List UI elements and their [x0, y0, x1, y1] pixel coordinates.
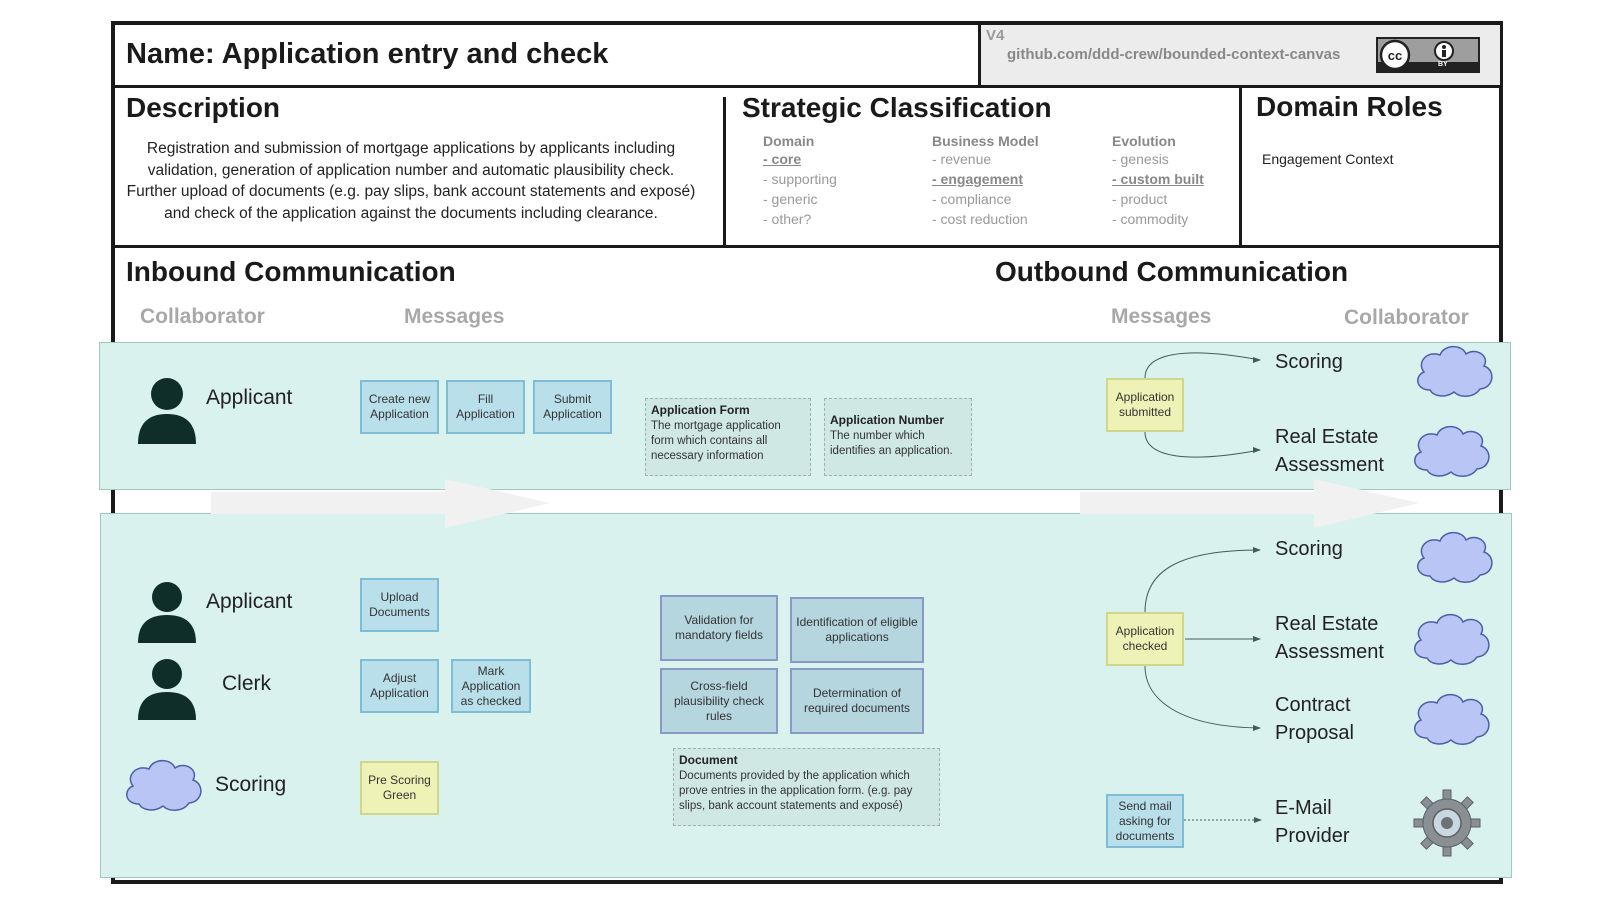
note-text: The number which identifies an applicati… — [830, 430, 953, 457]
domain-role-value: Engagement Context — [1262, 151, 1394, 167]
row2-collaborator-scoring: Scoring — [215, 773, 287, 796]
option: - custom built — [1112, 171, 1204, 187]
application-number-note: Application Number The number which iden… — [824, 398, 972, 476]
cc-license-badge: cc BY — [1376, 37, 1480, 73]
option: - cost reduction — [932, 211, 1028, 227]
row1-target-scoring: Scoring — [1275, 351, 1343, 373]
description-heading: Description — [126, 92, 281, 123]
column-title: Business Model — [932, 133, 1039, 149]
option: - commodity — [1112, 211, 1189, 227]
outbound-heading: Outbound Communication — [995, 256, 1349, 287]
application-submitted-event[interactable]: Application submitted — [1106, 378, 1184, 432]
strategic-heading: Strategic Classification — [742, 92, 1052, 123]
inbound-messages-label: Messages — [404, 305, 505, 328]
svg-text:cc: cc — [1388, 48, 1402, 63]
row2-target-scoring: Scoring — [1275, 538, 1343, 560]
option: - revenue — [932, 151, 992, 167]
rule-eligible-applications: Identification of eligible applications — [790, 597, 924, 663]
cloud-icon — [1409, 610, 1493, 673]
divider — [978, 25, 981, 85]
canvas-name: Name: Application entry and check — [126, 38, 609, 70]
option: - other? — [763, 211, 812, 227]
note-text: The mortgage application form which cont… — [651, 420, 781, 462]
note-text: Documents provided by the application wh… — [679, 770, 913, 812]
rule-required-documents: Determination of required documents — [790, 668, 924, 734]
option: - core — [763, 151, 802, 167]
row1-collaborator-applicant: Applicant — [206, 386, 293, 409]
option: - generic — [763, 191, 818, 207]
row2-collaborator-applicant: Applicant — [206, 590, 293, 613]
person-icon — [130, 654, 204, 720]
person-icon — [130, 577, 204, 643]
person-icon — [130, 372, 204, 444]
divider — [113, 245, 1501, 248]
strategic-business-model-column: Business Model - revenue - engagement - … — [932, 133, 1102, 229]
cloud-icon — [1409, 422, 1493, 485]
cloud-icon — [1409, 690, 1493, 753]
document-note: Document Documents provided by the appli… — [673, 748, 940, 826]
divider — [1239, 87, 1242, 247]
create-application-message[interactable]: Create new Application — [360, 380, 439, 434]
cloud-icon — [1412, 342, 1496, 405]
option: - engagement — [932, 171, 1024, 187]
row2-target-contract-proposal: Contract Proposal — [1275, 694, 1354, 744]
pre-scoring-green-message[interactable]: Pre Scoring Green — [360, 761, 439, 815]
send-mail-message[interactable]: Send mail asking for documents — [1106, 794, 1184, 848]
option: - compliance — [932, 191, 1012, 207]
cloud-icon — [121, 756, 205, 819]
outbound-messages-label: Messages — [1111, 305, 1212, 328]
column-title: Domain — [763, 133, 815, 149]
inbound-collaborator-label: Collaborator — [140, 305, 265, 328]
mark-application-checked-message[interactable]: Mark Application as checked — [451, 659, 531, 713]
outbound-collaborator-label: Collaborator — [1344, 306, 1469, 329]
submit-application-message[interactable]: Submit Application — [533, 380, 612, 434]
row2-collaborator-clerk: Clerk — [222, 672, 272, 695]
flow-arrows — [211, 479, 1419, 528]
gear-icon — [1412, 788, 1482, 863]
row2-connectors — [1144, 547, 1261, 731]
strategic-domain-column: Domain - core - supporting - generic - o… — [763, 133, 923, 229]
column-title: Evolution — [1112, 133, 1176, 149]
application-form-note: Application Form The mortgage applicatio… — [645, 398, 811, 476]
fill-application-message[interactable]: Fill Application — [446, 380, 525, 434]
option: - supporting — [763, 171, 837, 187]
inbound-heading: Inbound Communication — [126, 256, 456, 287]
row1-target-real-estate: Real Estate Assessment — [1275, 426, 1384, 476]
option: - genesis — [1112, 151, 1169, 167]
rule-mandatory-fields: Validation for mandatory fields — [660, 595, 778, 661]
canvas-url-link[interactable]: github.com/ddd-crew/bounded-context-canv… — [1007, 46, 1341, 63]
mail-connector — [1184, 817, 1262, 823]
option: - product — [1112, 191, 1168, 207]
domain-roles-heading: Domain Roles — [1256, 91, 1443, 122]
row1-connectors — [1144, 352, 1261, 458]
license-label: BY — [1438, 61, 1448, 68]
divider — [723, 97, 726, 247]
upload-documents-message[interactable]: Upload Documents — [360, 578, 439, 632]
row2-target-real-estate: Real Estate Assessment — [1275, 613, 1384, 663]
strategic-evolution-column: Evolution - genesis - custom built - pro… — [1112, 133, 1242, 229]
adjust-application-message[interactable]: Adjust Application — [360, 659, 439, 713]
note-title: Document — [679, 753, 738, 767]
version-label: V4 — [986, 27, 1005, 44]
note-title: Application Form — [651, 403, 750, 417]
note-title: Application Number — [830, 413, 945, 427]
application-checked-event[interactable]: Application checked — [1106, 612, 1184, 666]
cloud-icon — [1412, 528, 1496, 591]
divider — [113, 85, 1501, 88]
rule-plausibility-check: Cross-field plausibility check rules — [660, 668, 778, 734]
description-text: Registration and submission of mortgage … — [126, 140, 696, 222]
email-provider-label: E-Mail Provider — [1275, 797, 1350, 847]
